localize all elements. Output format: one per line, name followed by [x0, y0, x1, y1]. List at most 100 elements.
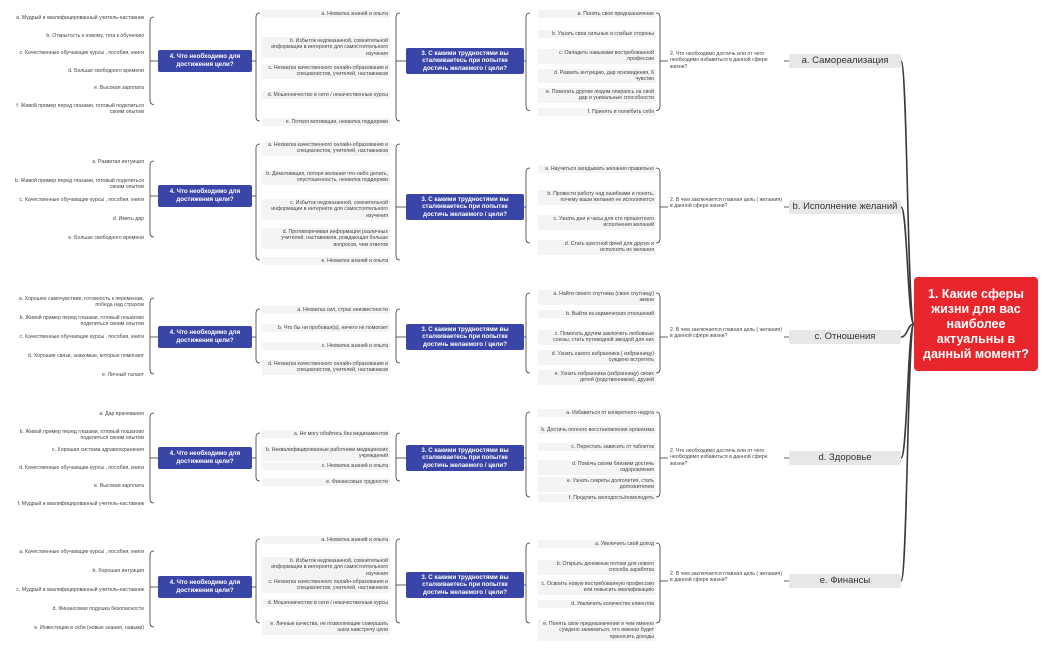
question-4-node[interactable]: 4. Что необходимо для достижения цели? — [158, 326, 252, 348]
question-4-node[interactable]: 4. Что необходимо для достижения цели? — [158, 50, 252, 72]
need-item[interactable]: e. Высокая зарплата — [94, 483, 144, 489]
difficulty-item[interactable]: c. Нехватка знаний и опыта — [262, 342, 390, 351]
difficulty-item[interactable]: a. Нехватка знаний и опыта — [262, 10, 390, 19]
question-3-node[interactable]: 3. С какими трудностями вы сталкиваетесь… — [406, 48, 524, 74]
question-2-label[interactable]: 2. В чем заключается главная цель ( жела… — [668, 196, 784, 211]
branch-bracket — [525, 12, 531, 111]
goal-item[interactable]: d. Развить интуицию, дар ясновидения, 6 … — [538, 68, 656, 84]
need-item[interactable]: b. Хорошая интуиция — [92, 568, 145, 574]
goal-item[interactable]: c. Помогать другим заключать любовные со… — [538, 330, 656, 345]
goal-item[interactable]: d. Помочь своим близким достичь оздоровл… — [538, 460, 656, 475]
goal-item[interactable]: e. Понять свое предназначение и чем имен… — [538, 620, 656, 642]
need-item[interactable]: d. Иметь дар — [112, 216, 144, 222]
goal-item[interactable]: b. Открыть денежные потоки для нового сп… — [538, 560, 656, 575]
need-item[interactable]: b. Живой пример перед глазами, готовый п… — [19, 315, 144, 328]
need-item[interactable]: c. Мудрый и квалифицированный учитель-на… — [16, 587, 144, 593]
goal-item[interactable]: f. Продлить молодость/помолодеть — [538, 494, 656, 503]
goal-item[interactable]: d. Стать крестной феей для других и испо… — [538, 240, 656, 255]
difficulty-item[interactable]: e. Финансовые трудности — [262, 478, 390, 487]
need-item[interactable]: e. Высокая зарплата — [94, 85, 144, 91]
question-3-node[interactable]: 3. С какими трудностями вы сталкиваетесь… — [406, 194, 524, 220]
need-item[interactable]: e. Личный талант — [101, 372, 144, 378]
need-item[interactable]: a. Мудрый и квалифицированный учитель-на… — [16, 15, 144, 21]
question-3-node[interactable]: 3. С какими трудностями вы сталкиваетесь… — [406, 324, 524, 350]
topic-node[interactable]: d. Здоровье — [789, 451, 901, 465]
difficulty-item[interactable]: e. Личные качества, не позволяющие совер… — [262, 620, 390, 635]
question-4-node[interactable]: 4. Что необходимо для достижения цели? — [158, 576, 252, 598]
need-item[interactable]: b. Открытость к новому, тяга к обучению — [46, 32, 144, 39]
goal-item[interactable]: b. Выйти из кармических отношений — [538, 310, 656, 319]
goal-item[interactable]: c. Узнать дни и часы для сто процентного… — [538, 215, 656, 230]
difficulty-item[interactable]: b. Что бы ни пробовал(а), ничего не помо… — [262, 324, 390, 333]
need-item[interactable]: e. Больше свободного времени — [68, 235, 144, 241]
difficulty-item[interactable]: d. Нехватка качественного онлайн-образов… — [262, 360, 390, 375]
difficulty-item[interactable]: b. Демотивация, потеря желания что-либо … — [262, 170, 390, 185]
question-4-node[interactable]: 4. Что необходимо для достижения цели? — [158, 185, 252, 207]
goal-item[interactable]: b. Провести работу над ошибками и понять… — [538, 190, 656, 205]
difficulty-item[interactable]: a. Нехватка качественного онлайн-образов… — [262, 141, 390, 156]
need-item[interactable]: a. Развитая интуиция — [92, 159, 144, 165]
need-item[interactable]: a. Хорошее самочувствие, готовность к пе… — [18, 296, 144, 309]
need-item[interactable]: e. Инвестиции в себя (новые знания, навы… — [34, 625, 144, 631]
goal-item[interactable]: d. Узнать какого избранника ( избранницу… — [538, 350, 656, 365]
question-4-node[interactable]: 4. Что необходимо для достижения цели? — [158, 447, 252, 469]
difficulty-item[interactable]: d. Мошенничество в сети / некачественные… — [262, 91, 390, 100]
question-2-label[interactable]: 2. В чем заключается главная цель ( жела… — [668, 570, 784, 585]
difficulty-item[interactable]: c. Нехватка знаний и опыта — [262, 462, 390, 471]
difficulty-item[interactable]: c. Избыток недоказанной, сомнительной ин… — [262, 199, 390, 221]
goal-item[interactable]: f. Принять и полюбить себя — [538, 107, 656, 116]
goal-item[interactable]: a. Понять свое предназначение — [538, 10, 656, 19]
goal-item[interactable]: a. Научиться загадывать желания правильн… — [538, 165, 656, 174]
difficulty-item[interactable]: b. Избыток недоказанной, сомнительной ин… — [262, 557, 390, 579]
difficulty-item[interactable]: a. Нехватка сил, страх неизвестности — [262, 306, 390, 315]
goal-item[interactable]: a. Найти своего спутника (свою спутницу)… — [538, 290, 656, 305]
goal-item[interactable]: b. Узнать свои сильные и слабые стороны — [538, 29, 656, 38]
need-item[interactable]: b. Живой пример перед глазами, готовый п… — [14, 178, 144, 191]
topic-node[interactable]: e. Финансы — [789, 574, 901, 588]
branch-bracket — [395, 143, 401, 261]
goal-item[interactable]: e. Узнать секреты долголетия, стать долг… — [538, 477, 656, 492]
difficulty-item[interactable]: d. Противоречивая информация различных у… — [262, 228, 390, 250]
need-item[interactable]: c. Качественные обучающие курсы , пособи… — [19, 50, 144, 56]
goal-item[interactable]: c. Перестать зависить от таблеток — [538, 443, 656, 452]
goal-item[interactable]: c. Овладеть навыками востребованной проф… — [538, 49, 656, 64]
goal-item[interactable]: a. Избавиться от конкретного недуга — [538, 409, 656, 418]
difficulty-item[interactable]: e. Нехватка знаний и опыта — [262, 257, 390, 266]
question-3-node[interactable]: 3. С какими трудностями вы сталкиваетесь… — [406, 572, 524, 598]
need-item[interactable]: c. Качественные обучающие курсы , пособи… — [19, 197, 144, 203]
difficulty-item[interactable]: c. Нехватка качественного онлайн-образов… — [262, 578, 390, 593]
question-3-node[interactable]: 3. С какими трудностями вы сталкиваетесь… — [406, 445, 524, 471]
topic-node[interactable]: b. Исполнение желаний — [789, 200, 901, 214]
goal-item[interactable]: d. Увеличить количество клиентов — [538, 600, 656, 609]
branch-bracket — [255, 538, 261, 624]
question-2-label[interactable]: 2. В чем заключается главная цель ( жела… — [668, 326, 784, 341]
difficulty-item[interactable]: b. Неквалифицированные работники медицин… — [262, 446, 390, 461]
topic-node[interactable]: a. Самореализация — [789, 54, 901, 68]
need-item[interactable]: d. Больше свободного времени — [68, 67, 144, 74]
need-item[interactable]: f. Мудрый и квалифицированный учитель-на… — [17, 501, 144, 507]
need-item[interactable]: d. Финансовая подушка безопасности — [52, 606, 144, 612]
difficulty-item[interactable]: a. Не могу обойтись без медикаментов — [262, 430, 390, 439]
difficulty-item[interactable]: e. Потеря мотивации, нехватка поддержки — [262, 118, 390, 127]
difficulty-item[interactable]: c. Нехватка качественного онлайн-образов… — [262, 64, 390, 79]
goal-item[interactable]: c. Освоить новую востребованную професси… — [538, 580, 656, 595]
need-item[interactable]: c. Хорошая система здравоохранения — [51, 447, 144, 453]
question-2-label[interactable]: 2. Что необходимо достичь или от чего не… — [668, 50, 784, 72]
need-item[interactable]: c. Качественные обучающие курсы , пособи… — [19, 334, 144, 340]
need-item[interactable]: f. Живой пример перед глазами, готовый п… — [16, 102, 144, 115]
difficulty-item[interactable]: b. Избыток недоказанной, сомнительной ин… — [262, 37, 390, 59]
need-item[interactable]: b. Живой пример перед глазами, готовый п… — [19, 429, 144, 442]
need-item[interactable]: d. Качественные обучающие курсы , пособи… — [19, 465, 144, 471]
goal-item[interactable]: e. Узнать избранника (избранницу) своих … — [538, 370, 656, 385]
goal-item[interactable]: b. Достичь полного восстановления органи… — [538, 426, 656, 435]
goal-item[interactable]: e. Помогать другим людям опираясь на сво… — [538, 88, 656, 103]
need-item[interactable]: a. Дар врачевания — [99, 411, 144, 417]
need-item[interactable]: d. Хорошие связи, знакомые, которые помо… — [27, 353, 144, 359]
difficulty-item[interactable]: d. Мошенничество в сети / некачественные… — [262, 599, 390, 608]
root-node[interactable]: 1. Какие сферы жизни для вас наиболее ак… — [914, 277, 1038, 371]
need-item[interactable]: a. Качественные обучающие курсы , пособи… — [19, 549, 144, 555]
topic-node[interactable]: c. Отношения — [789, 330, 901, 344]
difficulty-item[interactable]: a. Нехватка знаний и опыта — [262, 536, 390, 545]
goal-item[interactable]: a. Увеличить свой доход — [538, 540, 656, 549]
question-2-label[interactable]: 2. Что необходимо достичь или от чего не… — [668, 447, 784, 469]
